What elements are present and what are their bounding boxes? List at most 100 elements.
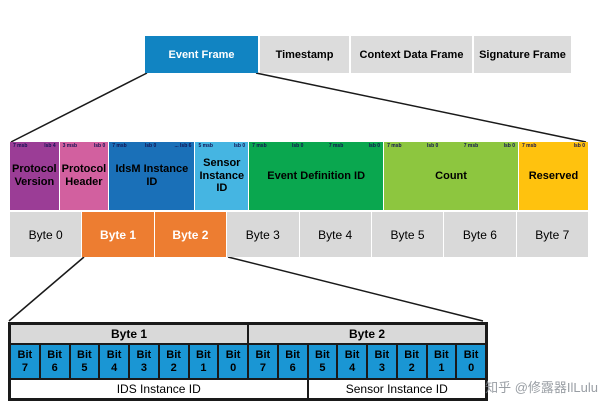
bit-word: Bit [374, 349, 390, 362]
bit-word: Bit [47, 349, 62, 362]
bit-range-annotation: lsb 4 [44, 143, 56, 149]
bit-range-annotation: 7 msb [252, 143, 267, 149]
tab-signature-frame[interactable]: Signature Frame [474, 36, 571, 73]
bit-range-annotations: 5 msb lsb 0 [198, 143, 246, 150]
tab-event-frame[interactable]: Event Frame [145, 36, 258, 73]
field-protocol-version: 7 msb lsb 4 Protocol Version [10, 142, 59, 210]
bit-word: Bit [225, 349, 241, 362]
field-label: Protocol Header [61, 163, 107, 188]
bit-number: 6 [51, 361, 58, 374]
bit-word: Bit [463, 349, 479, 362]
bit-range-annotation: lsb 0 [144, 143, 157, 149]
bit-range-annotations: 7 msb lsb 4 [13, 143, 56, 150]
bit-range-annotations: 3 msb lsb 0 [62, 143, 106, 150]
bit-range-annotation: lsb 0 [368, 143, 381, 149]
bit-word: Bit [315, 349, 330, 362]
connector-tab-to-band-right [255, 72, 587, 143]
bit-number: 7 [21, 361, 28, 374]
bit-range-annotation: lsb 0 [503, 143, 515, 149]
connector-byte2-to-table-right [227, 256, 484, 322]
bit-range-annotation: ... lsb 6 [174, 143, 192, 149]
bit-range-annotation: 7 msb [463, 143, 479, 149]
span-ids-instance-id: IDS Instance ID [10, 379, 308, 399]
field-label: Count [435, 169, 467, 182]
bit-number: 0 [468, 361, 475, 374]
bit-number: 1 [438, 361, 445, 374]
bit-word: Bit [17, 349, 33, 362]
bit-range-annotation: lsb 0 [233, 143, 246, 149]
byte-cell-byte-7: Byte 7 [516, 212, 588, 257]
bit-number: 3 [140, 361, 147, 374]
byte-cell-byte-1: Byte 1 [82, 212, 154, 257]
bit-range-annotations: 7 msb lsb 0 ... lsb 6 [112, 143, 192, 150]
bit-range-annotation: lsb 0 [573, 143, 585, 149]
bit-number: 1 [200, 361, 207, 374]
bit-number: 2 [170, 361, 177, 374]
bit-number: 5 [319, 361, 326, 374]
bit-range-annotations: 7 msb lsb 0 [522, 143, 585, 150]
bit-word: Bit [106, 349, 122, 362]
field-count: 7 msb lsb 0 7 msb lsb 0 Count [384, 142, 519, 210]
watermark: 知乎 @修露器IlLulu [485, 380, 598, 395]
byte-cell-byte-5: Byte 5 [371, 212, 444, 257]
bit-range-annotation: 7 msb [328, 143, 344, 149]
bit-word: Bit [404, 349, 419, 362]
field-label: Event Definition ID [267, 169, 366, 182]
tab-context-data-frame[interactable]: Context Data Frame [351, 36, 472, 73]
bit-range-annotation: 5 msb [198, 143, 213, 149]
bit-word: Bit [136, 349, 152, 362]
bit-range-annotation: 7 msb [13, 143, 28, 149]
bit-range-annotations: 7 msb lsb 0 7 msb lsb 0 [387, 143, 515, 150]
span-sensor-instance-id: Sensor Instance ID [307, 379, 486, 399]
byte-cell-byte-0: Byte 0 [10, 212, 82, 257]
field-band: 7 msb lsb 4 Protocol Version 3 msb lsb 0 Prot… [10, 142, 588, 210]
bit-range-annotation: lsb 0 [426, 143, 439, 149]
connector-byte1-to-table-left [8, 256, 85, 322]
connector-tab-to-band-left [10, 72, 148, 143]
field-idsm-instance-id: 7 msb lsb 0 ... lsb 6 IdsM Instance ID [109, 142, 195, 210]
bit-word: Bit [166, 349, 181, 362]
tab-timestamp[interactable]: Timestamp [260, 36, 349, 73]
field-label: Reserved [528, 169, 579, 182]
bit-range-annotation: lsb 0 [93, 143, 106, 149]
bit-range-annotation: 7 msb [112, 143, 127, 149]
bit-range-annotation: 7 msb [522, 143, 537, 149]
bit-table-header-byte-1: Byte 1 [10, 324, 248, 344]
bit-table-header-byte-2: Byte 2 [248, 324, 486, 344]
field-label: IdsM Instance ID [115, 163, 189, 188]
bit-range-annotation: 3 msb [62, 143, 78, 149]
bit-range-annotation: 7 msb [387, 143, 402, 149]
field-reserved: 7 msb lsb 0 Reserved [519, 142, 588, 210]
bit-number: 5 [81, 361, 88, 374]
field-label: Sensor Instance ID [199, 157, 245, 195]
field-protocol-header: 3 msb lsb 0 Protocol Header [59, 142, 109, 210]
bit-word: Bit [344, 349, 360, 362]
bit-number: 4 [111, 361, 118, 374]
bit-number: 4 [349, 361, 356, 374]
bit-word: Bit [77, 349, 92, 362]
field-label: Protocol Version [12, 163, 57, 188]
bit-word: Bit [285, 349, 300, 362]
bit-number: 3 [378, 361, 385, 374]
